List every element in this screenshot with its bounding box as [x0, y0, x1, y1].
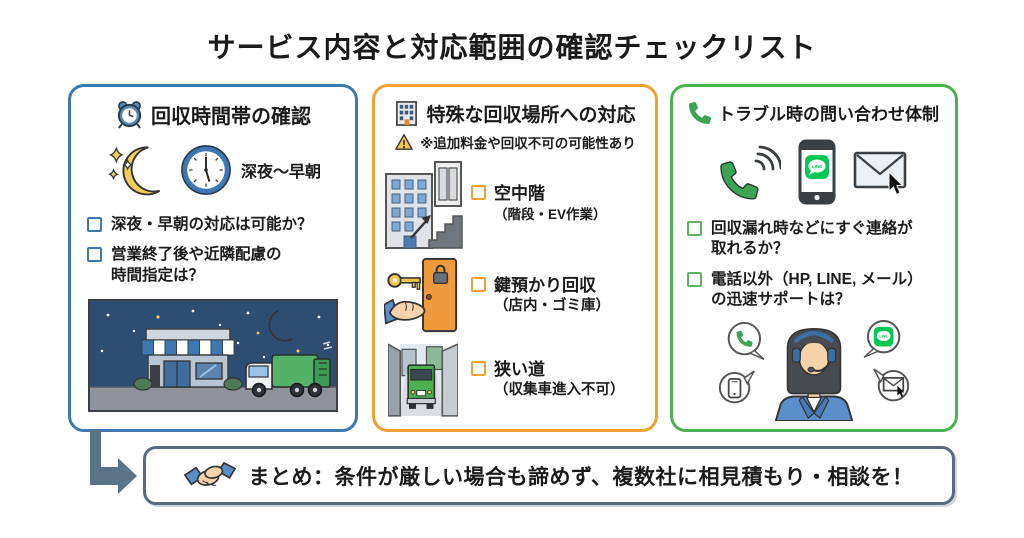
item-note: （店内・ゴミ庫） [494, 298, 610, 315]
location-item: 狭い道 （収集車進入不可） [375, 342, 655, 418]
panel-collection-time: 回収時間帯の確認 深夜～ [68, 84, 358, 432]
checkbox[interactable] [87, 247, 102, 263]
line-smartphone-icon: LINE [798, 139, 836, 205]
support-checklist: 回収漏れ時などにすぐ連絡が 取れるか？ 電話以外（HP, LINE, メール） … [687, 219, 955, 311]
check-item: 回収漏れ時などにすぐ連絡が 取れるか？ [687, 219, 955, 260]
item-label: 空中階 [494, 184, 545, 204]
checkbox[interactable] [471, 185, 486, 201]
item-note: （階段・EV作業） [494, 206, 607, 222]
item-label: 狭い道 [494, 360, 545, 380]
panel-trouble-support: トラブル時の問い合わせ体制 LINE [670, 84, 958, 432]
time-range-label: 深夜～早朝 [240, 164, 321, 181]
checkbox[interactable] [471, 277, 486, 293]
phone-icon [689, 101, 711, 124]
time-checklist: 深夜・早朝の対応は可能か？ 営業終了後や近隣配慮の 時間指定は？ [87, 215, 355, 286]
narrow-street-truck-icon [388, 343, 458, 417]
check-label: 電話以外（HP, LINE, メール） の迅速サポートは？ [711, 270, 923, 309]
panel-collection-time-header: 回収時間帯の確認 [71, 100, 355, 129]
warning-icon [395, 134, 414, 150]
warning-label: ※追加料金や回収不可の可能性あり [420, 136, 636, 151]
svg-text:LINE: LINE [812, 164, 822, 169]
page-title: サービス内容と対応範囲の確認チェックリスト [207, 32, 817, 63]
check-item: 深夜・早朝の対応は可能か？ [87, 215, 355, 235]
mail-cursor-icon [853, 151, 907, 196]
panel-title: 回収時間帯の確認 [151, 106, 311, 128]
panel-special-locations: 特殊な回収場所への対応 ※追加料金や回収不可の可能性あり [372, 84, 658, 432]
item-note: （収集車進入不可） [494, 382, 625, 399]
checkbox[interactable] [687, 221, 702, 236]
clock-icon [181, 145, 231, 195]
check-label: 深夜・早朝の対応は可能か？ [111, 216, 313, 233]
time-range-row: 深夜～早朝 [71, 141, 355, 199]
location-item: 鍵預かり回収 （店内・ゴミ庫） [375, 256, 655, 336]
panel-title: 特殊な回収場所への対応 [426, 105, 636, 126]
check-item: 電話以外（HP, LINE, メール） の迅速サポートは？ [687, 270, 955, 311]
moon-stars-icon [108, 146, 161, 196]
check-item: 営業終了後や近隣配慮の 時間指定は？ [87, 245, 355, 286]
phone-waves-icon [720, 145, 781, 200]
key-door-icon [384, 257, 458, 333]
support-channel-icons: LINE [673, 137, 955, 207]
summary-bar: まとめ：条件が厳しい場合も諦めず、複数社に相見積もり・相談を！ [143, 446, 955, 505]
check-label: 回収漏れ時などにすぐ連絡が 取れるか？ [711, 220, 913, 258]
panel-title: トラブル時の問い合わせ体制 [718, 105, 939, 124]
location-item: 空中階 （階段・EV作業） [375, 158, 655, 250]
building-icon [396, 101, 418, 126]
night-shop-truck-illustration [88, 299, 338, 413]
handshake-icon [184, 461, 237, 486]
alarm-clock-icon [117, 101, 142, 129]
checkbox[interactable] [471, 361, 486, 377]
check-label: 営業終了後や近隣配慮の 時間指定は？ [111, 246, 282, 284]
building-elevator-stairs-icon [385, 161, 463, 249]
panel-special-locations-header: 特殊な回収場所への対応 [375, 100, 655, 127]
checkbox[interactable] [687, 271, 702, 287]
operator-illustration: LINE [718, 319, 910, 421]
warning-row: ※追加料金や回収不可の可能性あり [375, 132, 655, 152]
svg-text:LINE: LINE [879, 334, 888, 338]
summary-label: まとめ：条件が厳しい場合も諦めず、複数社に相見積もり・相談を！ [248, 465, 914, 489]
checkbox[interactable] [87, 217, 102, 232]
flow-arrow [90, 430, 137, 494]
item-label: 鍵預かり回収 [494, 276, 596, 296]
panel-trouble-support-header: トラブル時の問い合わせ体制 [673, 100, 955, 125]
